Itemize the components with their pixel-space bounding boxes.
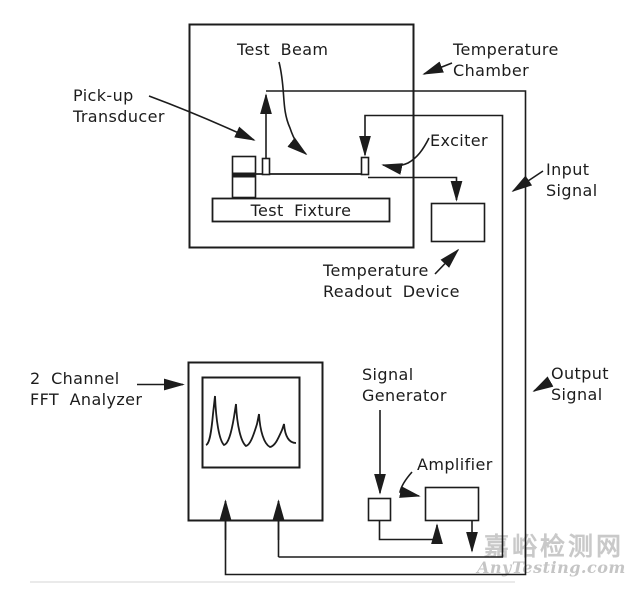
input-signal-label: Input Signal (546, 159, 598, 201)
output-signal-leader-arrow (532, 376, 554, 392)
signal-generator-box (367, 497, 392, 522)
readout-leader-arrow (434, 248, 460, 275)
signal-generator-label-line2: Generator (362, 386, 447, 405)
test-fixture-box (211, 197, 391, 223)
output-signal-label-line2: Signal (551, 385, 603, 404)
pickup-leader-arrow (148, 95, 256, 141)
temperature-chamber-label: Temperature Chamber (453, 39, 559, 81)
amplifier-box (424, 486, 480, 522)
exciter-shape (360, 156, 370, 176)
amplifier-leader-arrow (399, 471, 421, 498)
signal-generator-to-amplifier-wire (378, 521, 443, 545)
pickup-transducer-label: Pick-up Transducer (73, 85, 165, 127)
analyzer-label-line2: FFT Analyzer (30, 390, 143, 409)
frequency-response-trace (205, 395, 297, 448)
pickup-label-line1: Pick-up (73, 86, 134, 105)
exciter-label: Exciter (430, 130, 488, 151)
output-signal-label-line1: Output (551, 364, 609, 383)
input-signal-wire (278, 114, 504, 558)
pickup-transducer-shape (261, 157, 271, 176)
output-signal-label: Output Signal (551, 363, 609, 405)
chamber-leader-arrow (422, 61, 453, 75)
watermark-latin-text: AnyTesting.com (477, 558, 626, 577)
readout-label-line1: Temperature (323, 261, 429, 280)
chamber-label-line2: Chamber (453, 61, 530, 80)
temperature-readout-label: Temperature Readout Device (323, 260, 460, 302)
chamber-label-line1: Temperature (453, 40, 559, 59)
test-beam-label-text: Test Beam (237, 40, 329, 59)
input-signal-label-line1: Input (546, 160, 590, 179)
watermark-cjk-text: 嘉峪检测网 (484, 532, 625, 561)
analyzer-label-line1: 2 Channel (30, 369, 120, 388)
temperature-readout-box (430, 202, 486, 243)
input-signal-label-line2: Signal (546, 181, 598, 200)
analyzer-screen-box (201, 376, 301, 469)
test-beam-leader-arrow (278, 61, 308, 156)
thermocouple-wire (368, 176, 463, 202)
readout-label-line2: Readout Device (323, 282, 460, 301)
output-signal-wire (219, 90, 527, 576)
signal-generator-label-line1: Signal (362, 365, 414, 384)
pickup-label-line2: Transducer (73, 107, 165, 126)
test-fixture-label: Test Fixture (212, 200, 390, 221)
test-fixture-label-text: Test Fixture (250, 201, 352, 220)
amplifier-label: Amplifier (417, 454, 493, 475)
amplifier-label-text: Amplifier (417, 455, 493, 474)
signal-generator-label: Signal Generator (362, 364, 447, 406)
temperature-chamber-box (188, 23, 415, 249)
test-beam-label: Test Beam (237, 39, 328, 60)
input-signal-leader-arrow (511, 170, 544, 192)
beam-clamp-band (232, 172, 256, 178)
fft-analyzer-label: 2 Channel FFT Analyzer (30, 368, 142, 410)
exciter-label-text: Exciter (430, 131, 489, 150)
exciter-leader-arrow (381, 137, 430, 175)
